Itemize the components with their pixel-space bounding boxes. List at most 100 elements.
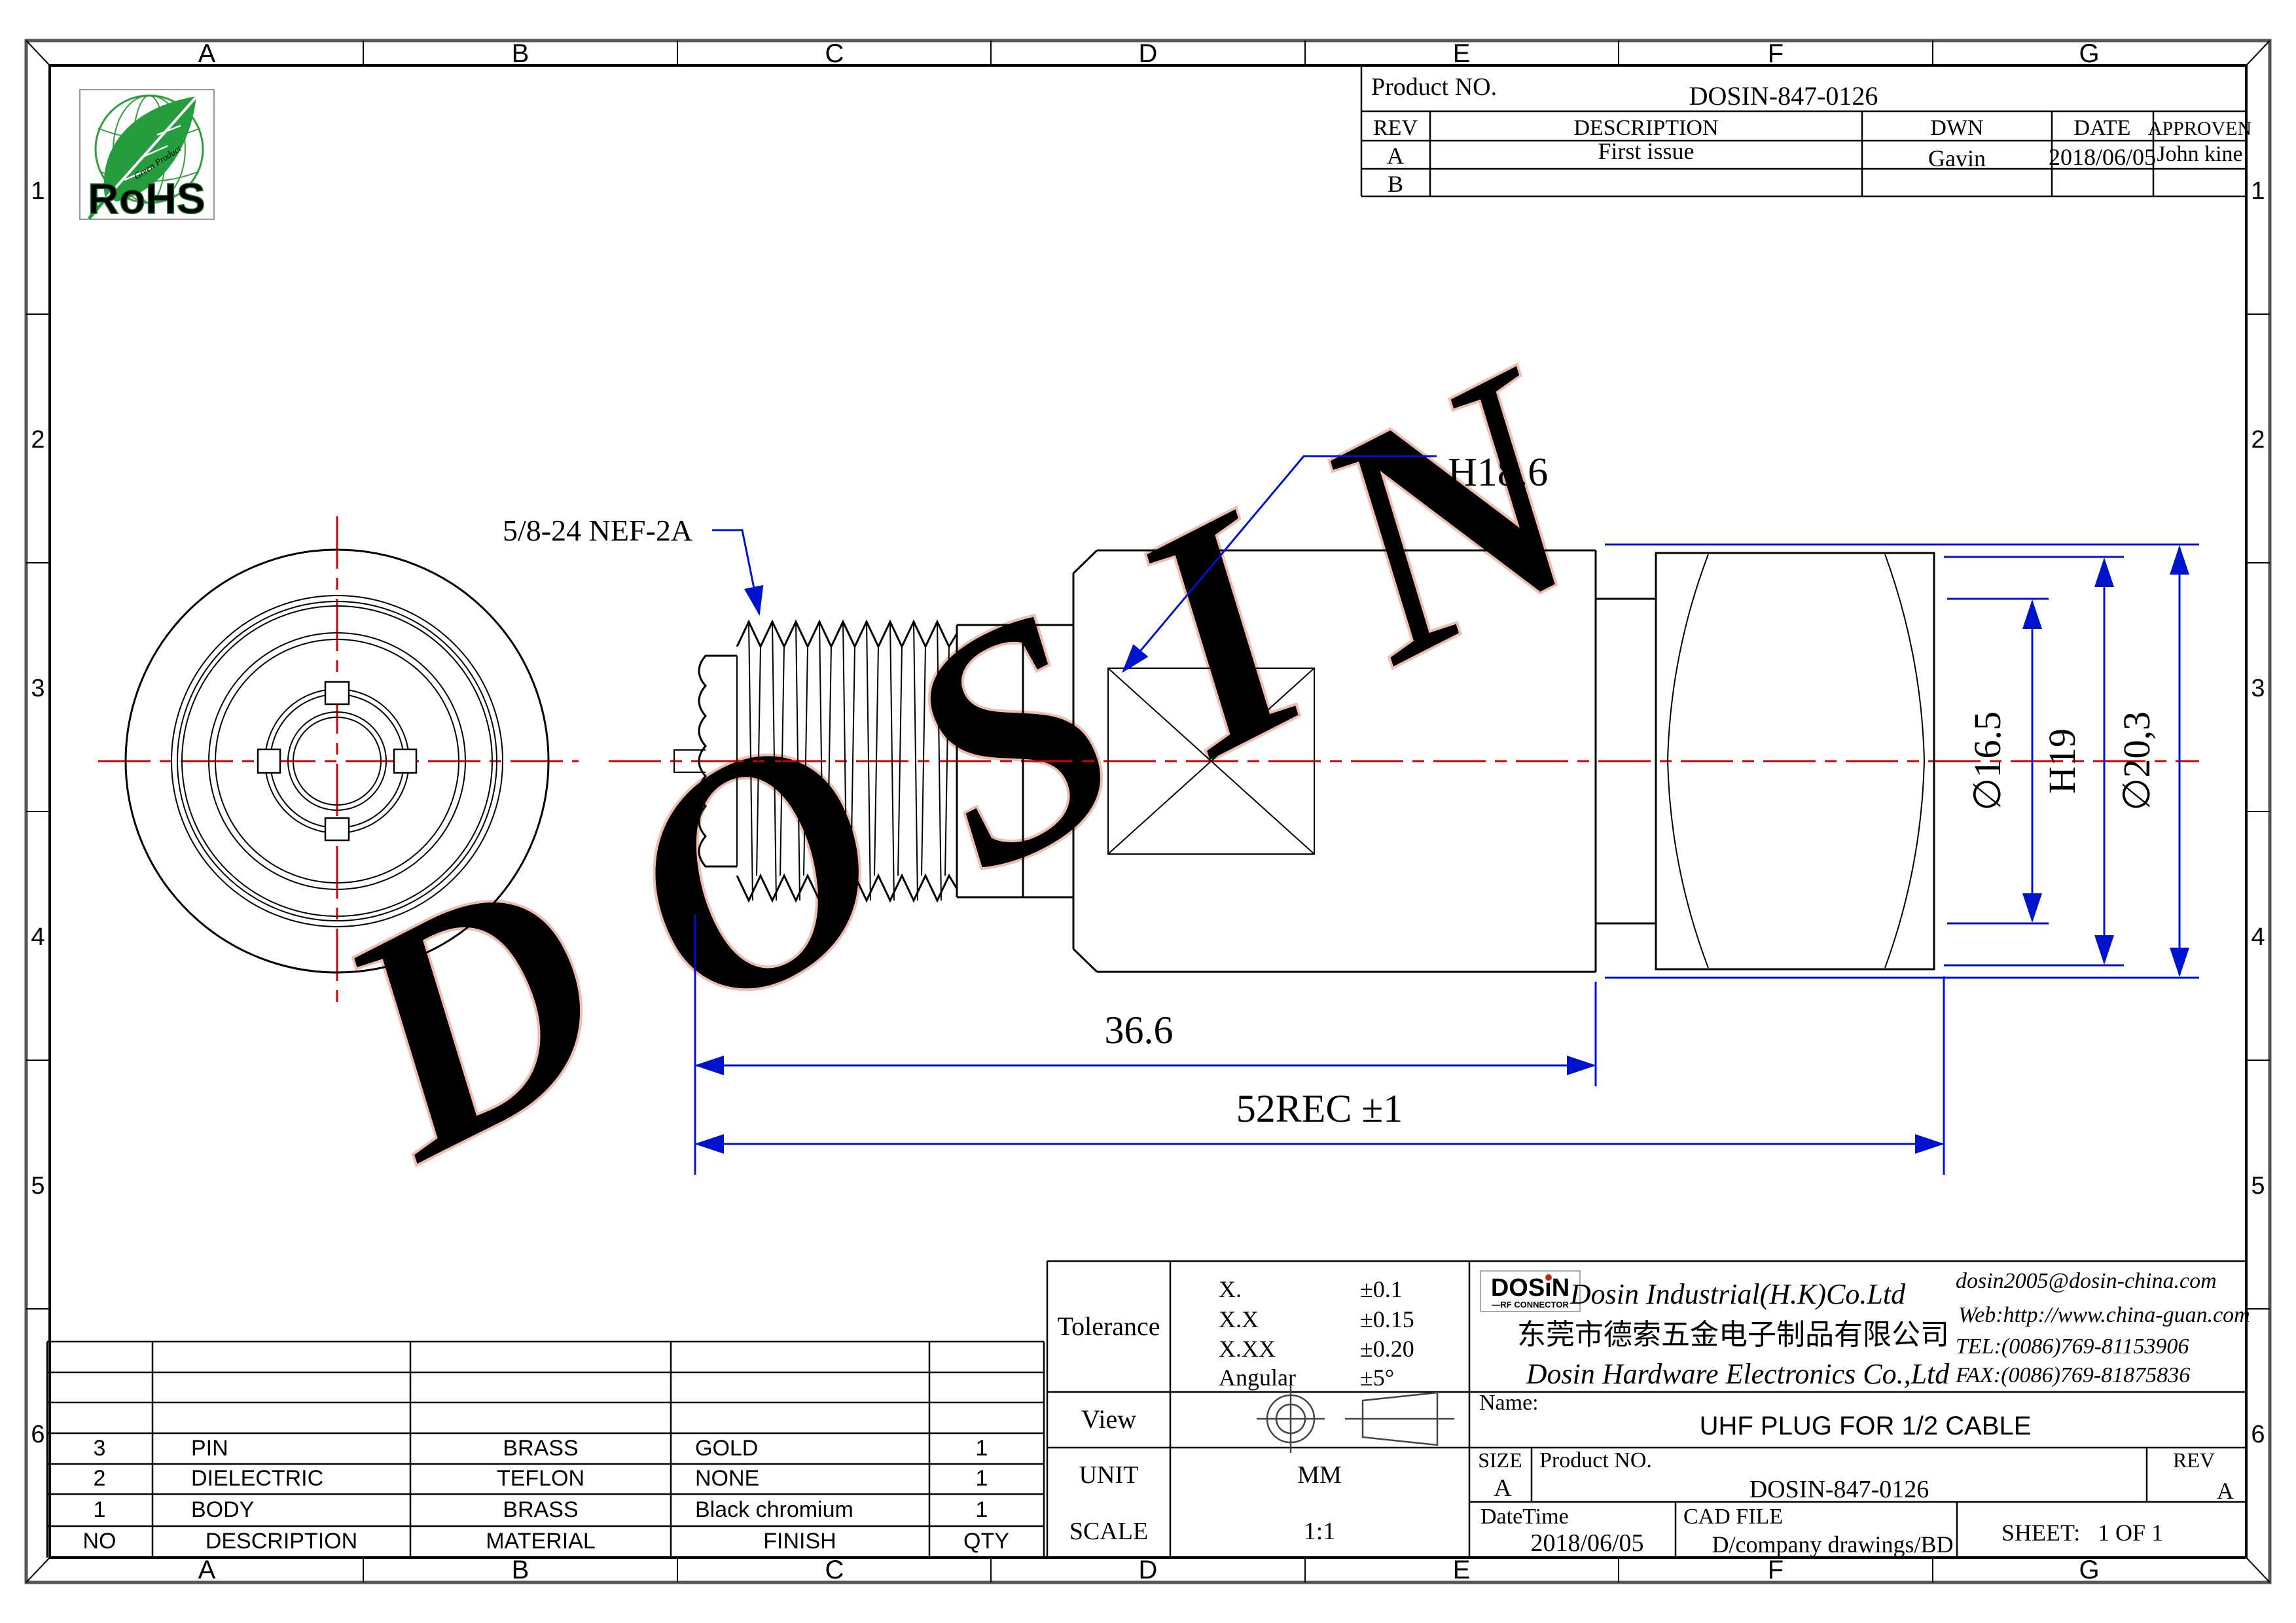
rev-row-dwn: Gavin <box>1928 145 1986 171</box>
parts-header-row: NO DESCRIPTION MATERIAL FINISH QTY <box>83 1529 1009 1554</box>
company-name-cn: 东莞市德索五金电子制品有限公司 <box>1517 1319 1949 1351</box>
datetime-value: 2018/06/05 <box>1530 1529 1643 1557</box>
col-header-rev: REV <box>1373 116 1418 140</box>
company-fax: FAX:(0086)769-81875836 <box>1955 1363 2190 1387</box>
tolerance-label: Tolerance <box>1057 1311 1160 1341</box>
part-qty: 1 <box>976 1436 988 1461</box>
grid-col-bottom: B <box>512 1556 529 1584</box>
scale-value: 1:1 <box>1304 1518 1336 1545</box>
sheet-label: SHEET: <box>2001 1520 2080 1546</box>
part-finish: GOLD <box>695 1436 758 1461</box>
grid-col-bottom: F <box>1768 1556 1784 1584</box>
grid-row-right: 6 <box>2251 1421 2265 1448</box>
col-header-description: DESCRIPTION <box>1573 116 1718 140</box>
part-no: 1 <box>94 1497 106 1522</box>
unit-label: UNIT <box>1079 1461 1139 1489</box>
part-description: DIELECTRIC <box>191 1466 323 1491</box>
logo-flame-dot-icon <box>1545 1274 1552 1281</box>
tb-product-no-value: DOSIN-847-0126 <box>1749 1476 1929 1503</box>
grid-row-left: 2 <box>31 426 45 454</box>
name-value: UHF PLUG FOR 1/2 CABLE <box>1700 1412 2032 1440</box>
header-finish: FINISH <box>763 1529 836 1554</box>
rev-row-date: 2018/06/05 <box>2049 144 2156 170</box>
col-header-dwn: DWN <box>1930 116 1983 140</box>
dim-h19: H19 <box>2041 728 2083 794</box>
part-description: BODY <box>191 1497 254 1522</box>
section-cross <box>1107 668 1315 855</box>
thread-callout-leader <box>712 529 764 616</box>
tb-rev-value: A <box>2217 1478 2234 1504</box>
dim-52rec: 52REC ±1 <box>1236 1087 1403 1130</box>
header-material: MATERIAL <box>486 1529 596 1554</box>
grid-row-right: 2 <box>2251 426 2265 454</box>
grid-col-top: C <box>825 39 844 68</box>
header-description: DESCRIPTION <box>206 1529 357 1554</box>
part-qty: 1 <box>976 1497 988 1522</box>
grid-row-right: 3 <box>2251 675 2265 702</box>
company-block: DOSiN —RF CONNECTOR Dosin Industrial(H.K… <box>1480 1269 2250 1390</box>
dosin-logo-brand: DOSiN <box>1491 1274 1570 1302</box>
company-web: Web:http://www.china-guan.com <box>1958 1303 2250 1327</box>
grid-col-bottom: A <box>198 1556 216 1584</box>
dim-36-6: 36.6 <box>1105 1008 1174 1052</box>
grid-col-top: A <box>198 39 216 68</box>
height-callout-leader <box>1122 455 1437 673</box>
part-material: TEFLON <box>497 1466 584 1491</box>
col-header-date: DATE <box>2074 116 2131 140</box>
datetime-label: DateTime <box>1480 1505 1569 1529</box>
part-material: BRASS <box>503 1497 578 1522</box>
grid-col-top: E <box>1453 39 1471 68</box>
tol-name: X.X <box>1219 1306 1259 1332</box>
side-view <box>673 549 1935 973</box>
name-label: Name: <box>1479 1391 1539 1415</box>
part-description: PIN <box>191 1436 228 1461</box>
dosin-logo <box>1480 1270 1581 1312</box>
tol-value: ±0.15 <box>1360 1306 1414 1332</box>
rev-row-rev: B <box>1388 171 1403 197</box>
grid-col-bottom: D <box>1139 1556 1158 1584</box>
company-name-en2: Dosin Hardware Electronics Co.,Ltd <box>1526 1358 1950 1390</box>
col-header-approven: APPROVEN <box>2148 118 2251 139</box>
rohs-label: RoHS <box>88 174 206 223</box>
tb-rev-label: REV <box>2173 1448 2215 1472</box>
grid-col-bottom: C <box>825 1556 844 1584</box>
view-label: View <box>1081 1404 1136 1434</box>
grid-row-left: 4 <box>31 923 45 951</box>
part-material: BRASS <box>503 1436 578 1461</box>
thread-profile <box>736 619 958 903</box>
product-no-value: DOSIN-847-0126 <box>1689 81 1878 111</box>
product-no-label: Product NO. <box>1371 73 1497 101</box>
tb-product-no-label: Product NO. <box>1539 1448 1652 1472</box>
grid-row-right: 1 <box>2251 177 2265 205</box>
height-callout-label: H18.6 <box>1448 450 1548 495</box>
unit-value: MM <box>1297 1461 1342 1489</box>
rev-row-rev: A <box>1387 143 1404 169</box>
company-email: dosin2005@dosin-china.com <box>1956 1269 2217 1293</box>
part-no: 3 <box>94 1436 106 1461</box>
scale-label: SCALE <box>1069 1518 1148 1545</box>
part-finish: Black chromium <box>695 1497 853 1522</box>
part-finish: NONE <box>695 1466 759 1491</box>
grid-col-top: G <box>2079 39 2099 68</box>
tol-value: ±0.20 <box>1360 1336 1414 1362</box>
parts-table: 3 PIN BRASS GOLD 1 2 DIELECTRIC TEFLON N… <box>46 1340 1045 1558</box>
header-no: NO <box>83 1529 117 1554</box>
grid-row-left: 5 <box>31 1172 45 1200</box>
parts-row-dielectric: 2 DIELECTRIC TEFLON NONE 1 <box>94 1466 988 1491</box>
sheet-border <box>24 39 2272 1584</box>
part-qty: 1 <box>976 1466 988 1491</box>
sheet-value: 1 OF 1 <box>2098 1520 2163 1546</box>
grid-col-bottom: G <box>2079 1556 2099 1584</box>
projection-symbol <box>1257 1385 1454 1453</box>
grid-col-top: B <box>512 39 529 68</box>
grid-col-top: F <box>1768 39 1784 68</box>
dimension-annotations: 5/8-24 NEF-2A H18.6 36.6 52REC ±1 ∅16.5 … <box>503 450 2199 1175</box>
parts-row-pin: 3 PIN BRASS GOLD 1 <box>94 1436 988 1461</box>
grid-col-top: D <box>1139 39 1158 68</box>
parts-row-body: 1 BODY BRASS Black chromium 1 <box>94 1497 988 1522</box>
rev-row-description: First issue <box>1598 138 1694 164</box>
tol-name: X.XX <box>1219 1336 1276 1362</box>
tol-value: ±0.1 <box>1360 1276 1403 1302</box>
collar-profile <box>956 624 1073 899</box>
